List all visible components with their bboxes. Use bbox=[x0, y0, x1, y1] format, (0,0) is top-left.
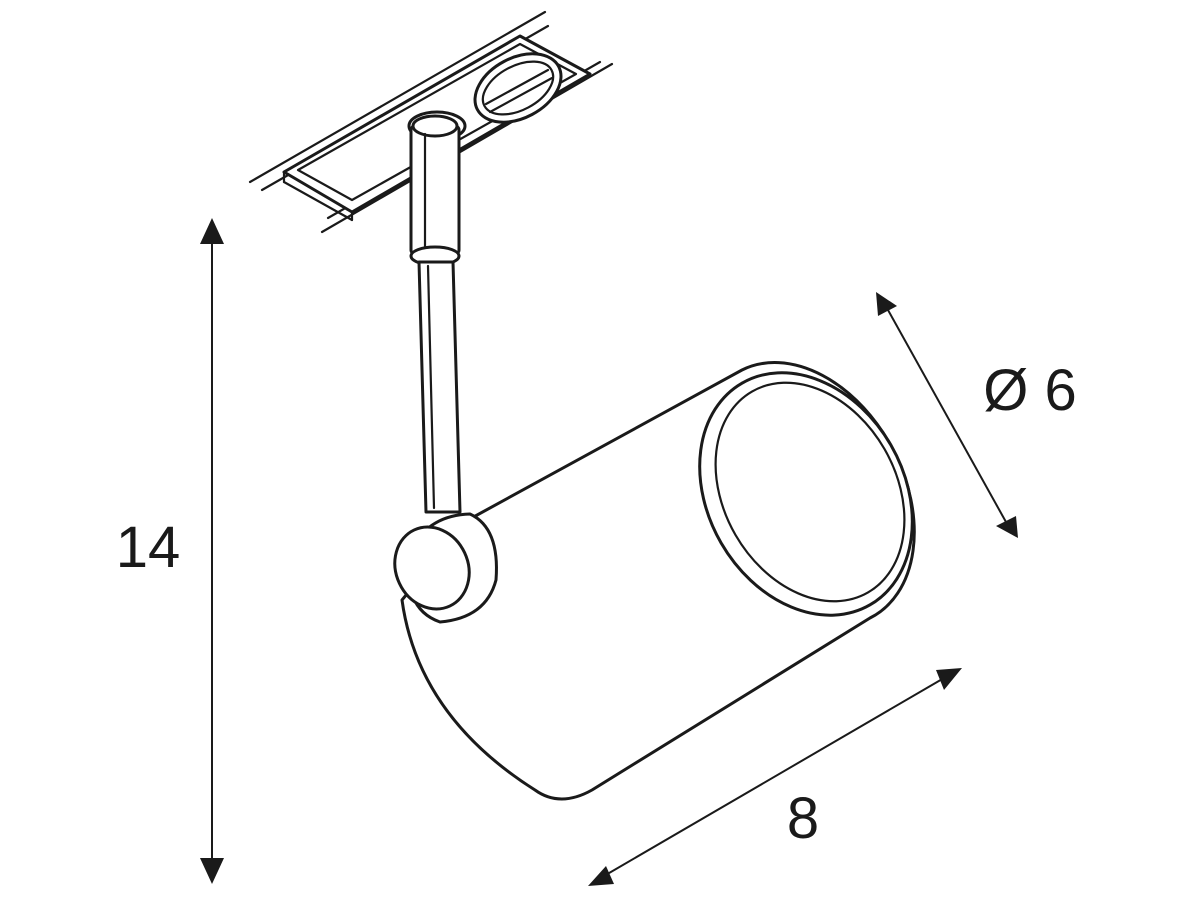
adapter-top-face bbox=[296, 42, 578, 202]
diameter-dimension-line bbox=[887, 309, 1007, 523]
rail-edge-line bbox=[320, 62, 614, 234]
adapter-edge bbox=[282, 180, 354, 222]
cylinder-front-rim bbox=[698, 371, 914, 617]
stem-cap bbox=[411, 114, 459, 138]
pivot-disc-face bbox=[393, 525, 471, 611]
diameter-dimension: Ø 6 bbox=[876, 292, 1077, 538]
arrow-up-right-icon bbox=[936, 668, 962, 690]
locking-knob-slot bbox=[484, 68, 550, 106]
arrow-up-icon bbox=[200, 218, 224, 244]
arrow-down-left-icon bbox=[588, 866, 614, 886]
locking-knob bbox=[473, 52, 563, 124]
arrow-down-icon bbox=[200, 858, 224, 884]
height-label: 14 bbox=[116, 515, 181, 580]
stem-rod bbox=[417, 260, 462, 514]
arrow-up-left-icon bbox=[876, 292, 897, 316]
locking-knob-ring bbox=[481, 60, 555, 116]
stem-upper-tube bbox=[409, 124, 461, 256]
cylinder-lens-opening bbox=[714, 381, 906, 603]
length-dimension: 8 bbox=[588, 668, 962, 886]
height-dimension: 14 bbox=[116, 218, 224, 884]
stem bbox=[407, 110, 467, 514]
length-label: 8 bbox=[787, 786, 819, 851]
diameter-label: Ø 6 bbox=[983, 358, 1077, 423]
arrow-down-right-icon bbox=[996, 516, 1018, 538]
spot-cylinder bbox=[393, 361, 916, 801]
rail-edge-line bbox=[248, 10, 547, 184]
length-dimension-line bbox=[603, 677, 945, 877]
stem-rod-highlight bbox=[426, 264, 436, 510]
locking-knob-slot bbox=[488, 76, 554, 114]
